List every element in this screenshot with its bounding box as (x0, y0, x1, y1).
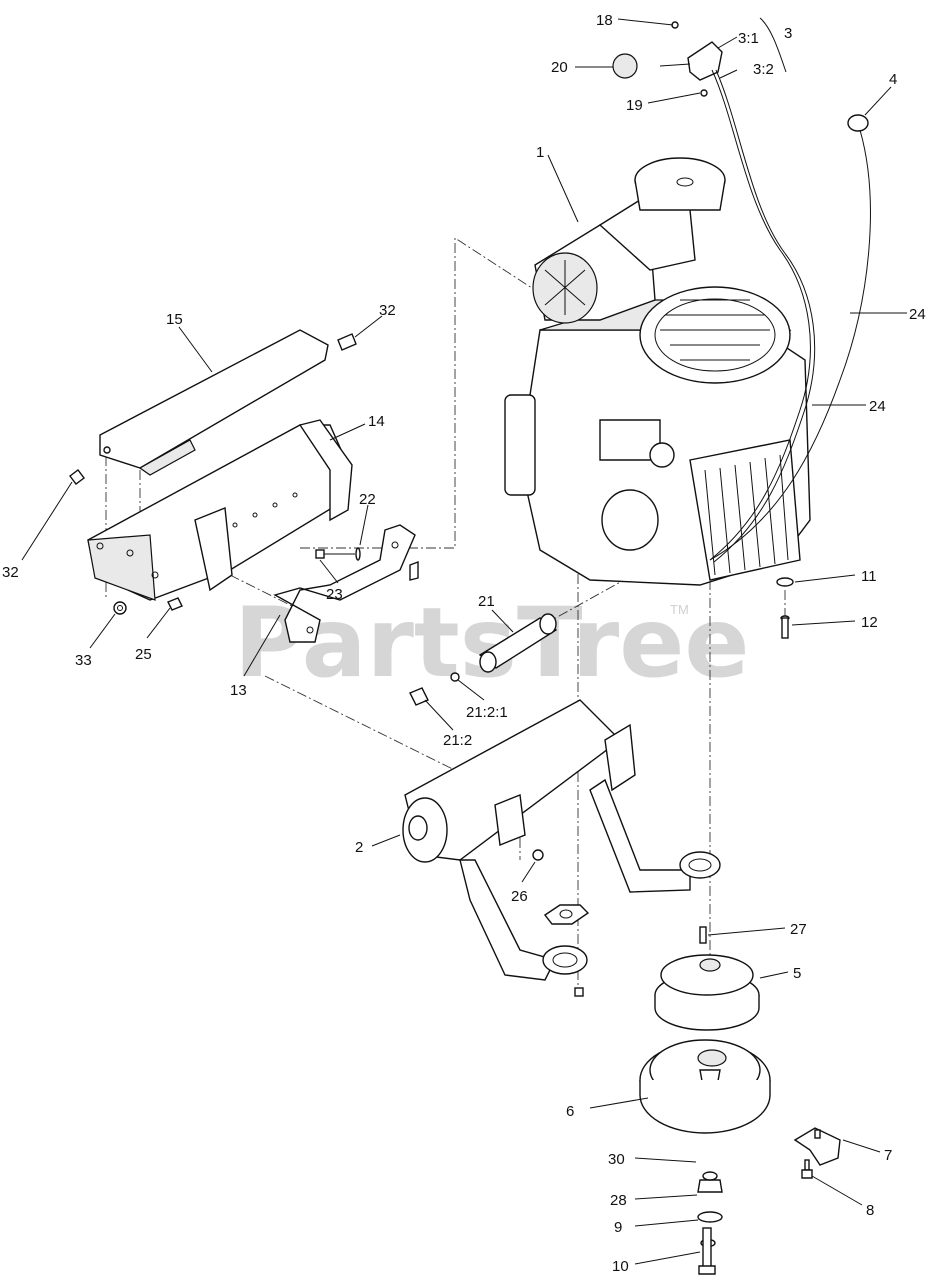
callout-21-2-1: 21:2:1 (466, 704, 508, 721)
callout-5: 5 (793, 965, 801, 982)
bolt-part-8[interactable] (801, 1159, 813, 1179)
callout-13: 13 (230, 682, 247, 699)
spacer-part-30[interactable] (697, 1171, 723, 1193)
nut-part-33[interactable] (113, 601, 127, 615)
callout-21-2: 21:2 (443, 732, 472, 749)
callout-18: 18 (596, 12, 613, 29)
oil-drain-part-21[interactable] (409, 613, 558, 706)
callout-12: 12 (861, 614, 878, 631)
bolt-part-12[interactable] (780, 615, 790, 639)
callout-10: 10 (612, 1258, 629, 1275)
gasket[interactable] (543, 904, 590, 925)
callout-labels: 18 20 19 3:1 3:2 3 4 1 15 32 24 24 14 32… (2, 12, 926, 1275)
callout-24-lower: 24 (869, 398, 886, 415)
callout-22: 22 (359, 491, 376, 508)
callout-24-top: 24 (909, 306, 926, 323)
callout-19: 19 (626, 97, 643, 114)
callout-23: 23 (326, 586, 343, 603)
callout-32-top: 32 (379, 302, 396, 319)
clutch-part-6[interactable] (639, 1039, 771, 1134)
callout-26: 26 (511, 888, 528, 905)
leader-lines (21, 17, 907, 1265)
callout-30: 30 (608, 1151, 625, 1168)
callout-3-1: 3:1 (738, 30, 759, 47)
washer-part-11[interactable] (776, 577, 794, 587)
muffler-part-2[interactable] (402, 699, 721, 981)
throttle-control-part-3[interactable] (612, 21, 816, 563)
callout-4: 4 (889, 71, 897, 88)
engine-part-1[interactable] (504, 157, 811, 586)
watermark: PartsTree (234, 587, 749, 699)
callout-27: 27 (790, 921, 807, 938)
callout-7: 7 (884, 1147, 892, 1164)
callout-6: 6 (566, 1103, 574, 1120)
bracket-part-7[interactable] (793, 1127, 841, 1166)
callout-11: 11 (861, 568, 877, 585)
callout-28: 28 (610, 1192, 627, 1209)
callout-25: 25 (135, 646, 152, 663)
nut-bottom[interactable] (574, 987, 584, 997)
nut-part-26[interactable] (532, 849, 544, 861)
callout-9: 9 (614, 1219, 622, 1236)
key-part-27[interactable] (699, 926, 707, 944)
callout-1: 1 (536, 144, 544, 161)
callout-8: 8 (866, 1202, 874, 1219)
callout-15: 15 (166, 311, 183, 328)
heat-shield-part-15[interactable] (69, 329, 357, 485)
bolt-part-10[interactable] (698, 1227, 716, 1275)
choke-cable-part-4[interactable] (709, 114, 871, 561)
bolt-part-23[interactable] (315, 547, 361, 561)
callout-20: 20 (551, 59, 568, 76)
callout-32-left: 32 (2, 564, 19, 581)
muffler-shield-part-14[interactable] (87, 419, 353, 601)
pulley-part-5[interactable] (654, 954, 760, 1031)
washer-part-28[interactable] (697, 1211, 723, 1223)
callout-2: 2 (355, 839, 363, 856)
watermark-trademark: TM (670, 602, 689, 617)
callout-3: 3 (784, 25, 792, 42)
callout-21: 21 (478, 593, 495, 610)
bracket-part-13[interactable] (273, 524, 419, 643)
callout-14: 14 (368, 413, 385, 430)
callout-33: 33 (75, 652, 92, 669)
callout-3-2: 3:2 (753, 61, 774, 78)
bolt-part-25[interactable] (167, 597, 183, 611)
